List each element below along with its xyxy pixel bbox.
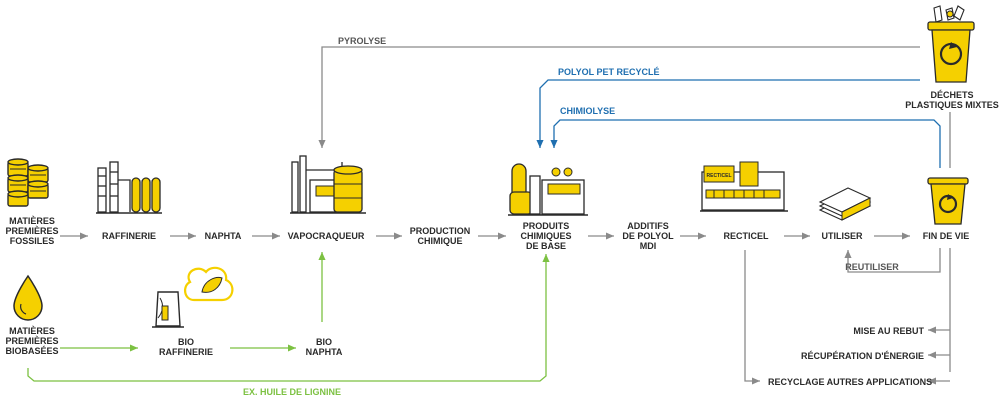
bio-refinery-icon [152, 266, 234, 328]
end-of-life-label: FIN DE VIE [922, 231, 970, 241]
reuse-label: REUTILISER [845, 262, 899, 272]
arrow-pet-polyol [536, 79, 920, 148]
use-label: UTILISER [821, 231, 863, 241]
refinery-icon [96, 161, 162, 214]
steam-cracker-icon [290, 155, 366, 214]
pet-polyol-label: POLYOL PET RECYCLÉ [558, 67, 660, 77]
lignin-label: EX. HUILE DE LIGNINE [242, 387, 342, 397]
oil-drop-icon [13, 274, 43, 321]
pyrolysis-label: PYROLYSE [338, 36, 387, 46]
green-flow-arrows [27, 252, 550, 382]
chemolysis-label: CHIMIOLYSE [560, 106, 616, 116]
recticel-logo: RECTICEL [707, 173, 732, 179]
arrow-pyrolysis [318, 46, 920, 148]
fossil-barrels-icon [7, 158, 49, 207]
recycling-label: RECYCLAGE AUTRES APPLICATIONS [768, 377, 933, 387]
recticel-label: RECTICEL [723, 231, 769, 241]
arrow-recycling-left [744, 250, 760, 385]
blue-flow-arrows [536, 79, 941, 168]
recycle-bin-icon [927, 177, 969, 225]
arrow-reuse-loop [844, 248, 941, 273]
refinery-label: RAFFINERIE [102, 231, 156, 241]
main-flow-arrows [60, 46, 951, 385]
naphta-label: NAPHTA [204, 231, 242, 241]
cracker-label: VAPOCRAQUEUR [287, 231, 365, 241]
foam-sheets-icon [818, 187, 872, 221]
energy-recovery-label: RÉCUPÉRATION D'ÉNERGIE [801, 351, 924, 361]
arrow-chemolysis [550, 119, 941, 168]
arrow-lignin [27, 254, 550, 382]
mixed-waste-bin-icon [927, 5, 975, 83]
disposal-label: MISE AU REBUT [853, 326, 924, 336]
chemical-plant-icon [508, 163, 588, 216]
recticel-factory-icon: RECTICEL [700, 161, 788, 212]
